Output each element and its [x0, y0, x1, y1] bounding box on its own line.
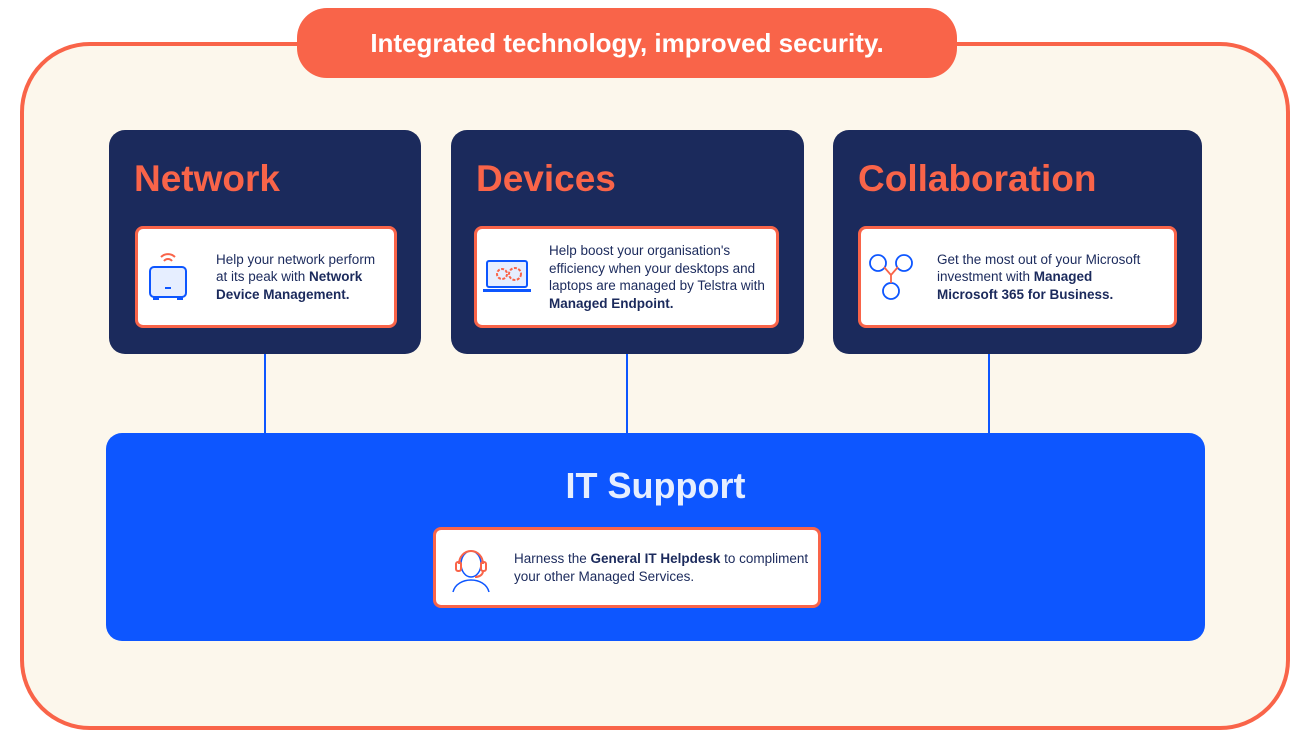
card-heading: Collaboration — [858, 158, 1097, 199]
it-support-info-box: Harness the General IT Helpdesk to compl… — [433, 527, 821, 608]
connector-line — [988, 354, 990, 434]
connector-line — [626, 354, 628, 434]
people-network-icon — [861, 251, 921, 303]
card-text: Help boost your organisation's efficienc… — [549, 243, 765, 311]
title: Integrated technology, improved security… — [370, 27, 884, 58]
title-banner: Integrated technology, improved security… — [297, 8, 957, 78]
router-icon — [138, 249, 198, 305]
laptop-gears-icon — [477, 257, 537, 297]
headset-agent-icon — [436, 542, 506, 594]
devices-card: Devices Help boost your organisation's e… — [451, 130, 804, 354]
card-text: Help your network perform at its peak wi… — [216, 251, 376, 302]
connector-line — [264, 354, 266, 434]
support-text: Harness the General IT Helpdesk to compl… — [514, 551, 809, 584]
network-card: Network Help your network perform at its… — [109, 130, 421, 354]
devices-info-box: Help boost your organisation's efficienc… — [474, 226, 779, 328]
collaboration-info-box: Get the most out of your Microsoft inves… — [858, 226, 1177, 328]
collaboration-card: Collaboration Get the most out of your M… — [833, 130, 1202, 354]
card-text: Get the most out of your Microsoft inves… — [937, 251, 1141, 302]
card-heading: Network — [134, 158, 280, 199]
it-support-heading: IT Support — [565, 465, 746, 506]
network-info-box: Help your network perform at its peak wi… — [135, 226, 397, 328]
it-support-panel: IT Support Harness the General IT Helpde… — [106, 433, 1205, 641]
card-heading: Devices — [476, 158, 616, 199]
